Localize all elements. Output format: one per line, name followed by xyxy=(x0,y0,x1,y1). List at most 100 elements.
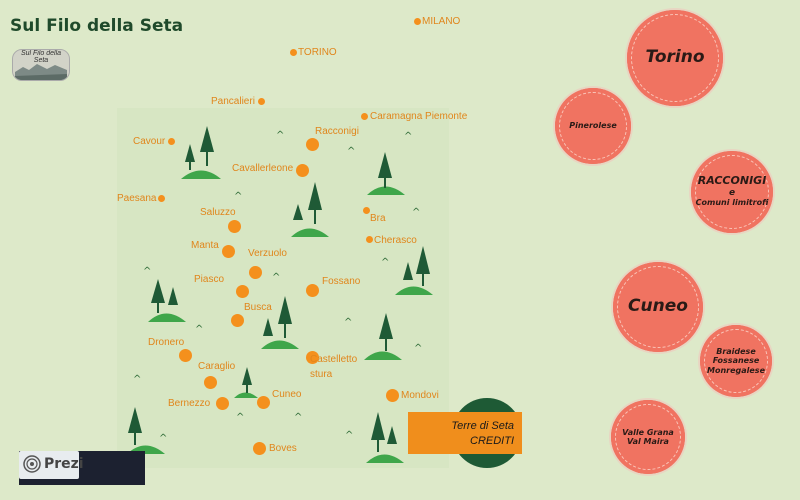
city-label-castelletto-line1: Castelletto xyxy=(310,354,358,365)
city-dot-bernezzo[interactable] xyxy=(216,397,229,410)
city-label-castelletto-line2: stura xyxy=(310,369,333,380)
city-dot-caraglio[interactable] xyxy=(204,376,217,389)
city-dot-castelletto[interactable] xyxy=(306,351,319,364)
city-dot-cuneo[interactable] xyxy=(257,396,270,409)
city-label-cavour: Cavour xyxy=(133,136,166,147)
city-label-cherasco: Cherasco xyxy=(374,235,417,246)
city-dot-cavallerleone[interactable] xyxy=(296,164,309,177)
city-dot-caramagna[interactable] xyxy=(361,113,368,120)
tree-group-icon xyxy=(148,279,186,322)
bubble-braidese-line3: Monregalese xyxy=(706,365,765,375)
logo: Sul Filo della Seta xyxy=(12,49,70,81)
grass-icon: ^ xyxy=(234,191,243,202)
city-label-dronero: Dronero xyxy=(148,337,185,348)
bubble-racconigi[interactable]: RACCONIGI e Comuni limitrofi xyxy=(691,151,773,233)
city-dot-mondovi[interactable] xyxy=(386,389,399,402)
city-label-saluzzo: Saluzzo xyxy=(200,207,236,218)
city-label-milano: MILANO xyxy=(422,16,461,27)
credits-title: Terre di Seta xyxy=(451,420,514,432)
city-dot-manta[interactable] xyxy=(222,245,235,258)
bubble-cuneo[interactable]: Cuneo xyxy=(613,262,703,352)
bubble-valle-grana-label: Valle Grana Val Maira xyxy=(622,428,674,446)
city-label-bernezzo: Bernezzo xyxy=(168,398,211,409)
credits-button[interactable]: Terre di Seta CREDITI xyxy=(408,412,522,454)
city-label-torino: TORINO xyxy=(298,47,337,58)
city-dot-dronero[interactable] xyxy=(179,349,192,362)
city-dot-torino[interactable] xyxy=(290,49,297,56)
city-dot-paesana[interactable] xyxy=(158,195,165,202)
grass-icon: ^ xyxy=(404,131,413,142)
city-label-cavallerleone: Cavallerleone xyxy=(232,163,294,174)
city-label-verzuolo: Verzuolo xyxy=(248,248,287,259)
city-label-manta: Manta xyxy=(191,240,219,251)
bubble-braidese-line2: Fossanese xyxy=(712,356,760,366)
city-dot-cavour[interactable] xyxy=(168,138,175,145)
grass-icon: ^ xyxy=(195,324,204,335)
bubble-torino-label: Torino xyxy=(645,47,705,68)
city-dot-milano[interactable] xyxy=(414,18,421,25)
grass-icon: ^ xyxy=(294,412,303,423)
tree-group-icon xyxy=(291,182,329,237)
bubble-cuneo-label: Cuneo xyxy=(628,296,688,317)
bubble-braidese[interactable]: Braidese Fossanese Monregalese xyxy=(700,325,772,397)
city-label-cuneo: Cuneo xyxy=(272,389,302,400)
city-label-castelletto: Castelletto stura xyxy=(310,352,357,382)
bubble-racconigi-line1: RACCONIGI xyxy=(697,174,767,188)
city-dot-piasco[interactable] xyxy=(236,285,249,298)
grass-icon: ^ xyxy=(159,433,168,444)
tree-group-icon xyxy=(395,246,433,295)
tree-group-icon xyxy=(127,407,165,454)
city-label-caramagna: Caramagna Piemonte xyxy=(370,111,468,122)
bubble-valle-line1: Valle Grana xyxy=(622,427,674,437)
grass-icon: ^ xyxy=(414,343,423,354)
city-dot-bra[interactable] xyxy=(363,207,370,214)
map-area xyxy=(117,108,449,468)
tree-group-icon xyxy=(261,296,299,349)
grass-icon: ^ xyxy=(344,317,353,328)
city-label-bra: Bra xyxy=(370,213,386,224)
bubble-valle-grana[interactable]: Valle Grana Val Maira xyxy=(611,400,685,474)
city-dot-fossano[interactable] xyxy=(306,284,319,297)
city-dot-cherasco[interactable] xyxy=(366,236,373,243)
grass-icon: ^ xyxy=(381,257,390,268)
bubble-racconigi-line2: e xyxy=(728,187,736,198)
city-label-paesana: Paesana xyxy=(117,193,157,204)
bubble-racconigi-line3: Comuni limitrofi xyxy=(695,198,769,208)
page-title: Sul Filo della Seta xyxy=(10,16,184,36)
grass-icon: ^ xyxy=(412,207,421,218)
bubble-racconigi-label: RACCONIGI e Comuni limitrofi xyxy=(696,175,769,208)
tree-group-icon xyxy=(367,152,405,195)
city-label-mondovi: Mondovi xyxy=(401,390,439,401)
grass-icon: ^ xyxy=(345,430,354,441)
city-label-boves: Boves xyxy=(269,443,297,454)
prezi-logo-icon xyxy=(23,455,41,473)
grass-icon: ^ xyxy=(133,374,142,385)
bubble-torino[interactable]: Torino xyxy=(627,10,723,106)
bubble-pinerolese-label: Pinerolese xyxy=(569,121,617,131)
tree-group-icon xyxy=(234,367,258,398)
grass-icon: ^ xyxy=(143,266,152,277)
prezi-badge[interactable] xyxy=(19,451,79,479)
city-dot-busca[interactable] xyxy=(231,314,244,327)
logo-image xyxy=(13,50,69,80)
credits-label: CREDITI xyxy=(470,435,514,447)
city-dot-verzuolo[interactable] xyxy=(249,266,262,279)
prezi-label: Prezi xyxy=(44,456,84,472)
bubble-pinerolese[interactable]: Pinerolese xyxy=(555,88,631,164)
city-label-caraglio: Caraglio xyxy=(198,361,236,372)
city-dot-boves[interactable] xyxy=(253,442,266,455)
city-dot-racconigi[interactable] xyxy=(306,138,319,151)
city-dot-saluzzo[interactable] xyxy=(228,220,241,233)
city-label-piasco: Piasco xyxy=(194,274,225,285)
bubble-braidese-label: Braidese Fossanese Monregalese xyxy=(707,347,765,375)
grass-icon: ^ xyxy=(347,146,356,157)
grass-icon: ^ xyxy=(236,412,245,423)
bubble-braidese-line1: Braidese xyxy=(716,347,756,357)
grass-icon: ^ xyxy=(272,272,281,283)
city-label-busca: Busca xyxy=(244,302,272,313)
logo-text: Sul Filo della Seta xyxy=(20,50,62,64)
bubble-valle-line2: Val Maira xyxy=(627,437,669,446)
grass-icon: ^ xyxy=(276,130,285,141)
city-dot-pancalieri[interactable] xyxy=(258,98,265,105)
tree-group-icon xyxy=(366,412,404,463)
